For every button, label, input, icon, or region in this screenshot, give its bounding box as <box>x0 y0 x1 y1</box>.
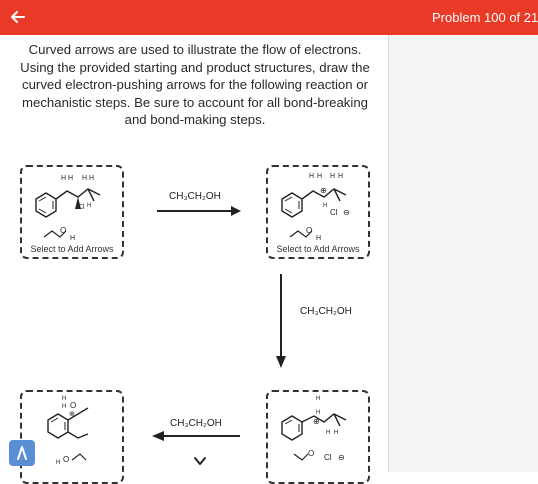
atom-h: H <box>323 203 327 209</box>
atom-h: H <box>68 175 73 182</box>
atom-o: O <box>306 226 312 235</box>
oxonium-o: O <box>70 401 76 410</box>
chloride-ion: Cl <box>330 208 338 217</box>
tools-icon[interactable] <box>9 440 35 466</box>
step3-structure: H H ⊕ H H O Cl ⊖ <box>281 396 347 462</box>
atom-o: O <box>308 449 314 458</box>
atom-h: H <box>70 235 75 242</box>
mechanism-panel-product[interactable]: H H O ⊕ H O <box>20 390 124 484</box>
mechanism-panel-intermediate[interactable]: H H H H ⊕ H Cl ⊖ O H Select to Add Arrow… <box>266 165 370 259</box>
atom-o: O <box>63 455 69 464</box>
atom-h: H <box>87 203 91 209</box>
reaction-arrow-down <box>276 274 286 368</box>
atom-h: H <box>326 430 330 436</box>
chloride-ion: Cl <box>324 453 332 462</box>
atom-h: H <box>338 173 343 180</box>
product-structure: H H O ⊕ H O <box>47 396 89 466</box>
atom-h: H <box>56 460 60 466</box>
carbocation-charge: ⊕ <box>320 186 327 195</box>
atom-h: H <box>316 396 320 402</box>
atom-h: H <box>316 410 320 416</box>
reagent-label-2: CH₃CH₂OH <box>300 306 352 317</box>
atom-cl: Cl <box>78 204 85 211</box>
atom-h: H <box>82 175 87 182</box>
chevron-down-icon[interactable] <box>193 456 207 466</box>
mechanism-panel-step3[interactable]: H H ⊕ H H O Cl ⊖ <box>266 390 370 484</box>
oxonium-charge: ⊕ <box>69 411 75 418</box>
reaction-arrow-left <box>152 431 240 441</box>
atom-h: H <box>334 430 338 436</box>
problem-counter: Problem 100 of 21 <box>432 10 538 25</box>
mechanism-panel-start[interactable]: H H H H Cl H O H Select to Add Arrows <box>20 165 124 259</box>
select-arrows-label: Select to Add Arrows <box>276 244 360 254</box>
atom-h: H <box>61 175 66 182</box>
negative-charge: ⊖ <box>343 208 350 217</box>
starting-structure: H H H H Cl H O H <box>35 175 101 242</box>
atom-h: H <box>317 173 322 180</box>
reaction-arrow-right <box>157 206 241 216</box>
side-panel <box>388 35 538 472</box>
top-bar: Problem 100 of 21 <box>0 0 538 35</box>
atom-h: H <box>309 173 314 180</box>
negative-charge: ⊖ <box>338 453 345 462</box>
select-arrows-label: Select to Add Arrows <box>30 244 114 254</box>
arrow-left-icon[interactable] <box>8 7 28 27</box>
atom-h: H <box>62 396 66 402</box>
instructions-text: Curved arrows are used to illustrate the… <box>20 42 370 128</box>
carbocation-charge: ⊕ <box>313 417 320 426</box>
reagent-label-3: CH₃CH₂OH <box>170 418 222 429</box>
atom-h: H <box>330 173 335 180</box>
intermediate-structure: H H H H ⊕ H Cl ⊖ O H <box>281 173 350 242</box>
atom-h: H <box>316 235 321 242</box>
reagent-label-1: CH₃CH₂OH <box>169 191 221 202</box>
atom-h: H <box>62 404 66 410</box>
atom-o: O <box>60 226 66 235</box>
atom-h: H <box>89 175 94 182</box>
